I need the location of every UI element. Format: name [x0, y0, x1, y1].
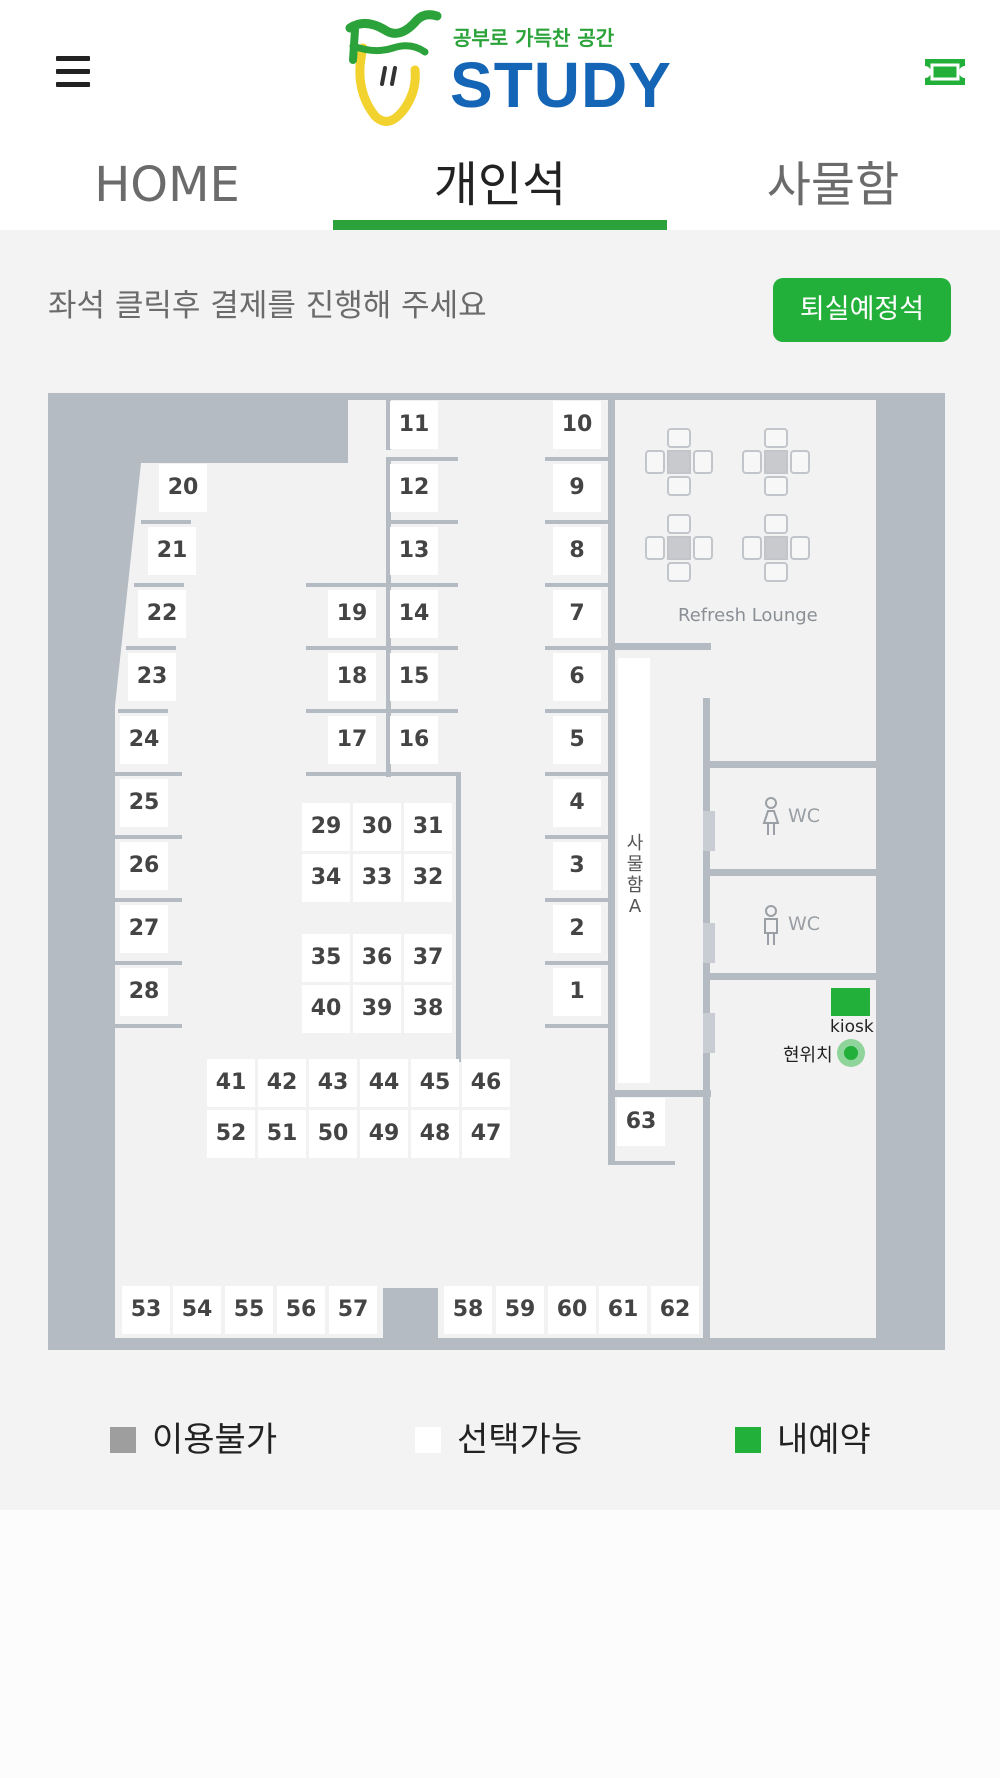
- seat-10[interactable]: 10: [553, 401, 601, 449]
- wc-label-2: WC: [788, 913, 821, 935]
- seat-39[interactable]: 39: [353, 985, 401, 1033]
- refresh-lounge-label: Refresh Lounge: [678, 605, 818, 626]
- seat-selection-panel: 좌석 클릭후 결제를 진행해 주세요 퇴실예정석: [0, 230, 1000, 1510]
- seat-35[interactable]: 35: [302, 934, 350, 982]
- seat-map: Refresh Lounge 사물함 A WC WC kiosk 현위치 1 2…: [48, 393, 945, 1350]
- tab-home[interactable]: HOME: [94, 157, 240, 213]
- seat-59[interactable]: 59: [496, 1286, 544, 1334]
- seat-24[interactable]: 24: [120, 716, 168, 764]
- seat-31[interactable]: 31: [404, 803, 452, 851]
- seat-16[interactable]: 16: [390, 716, 438, 764]
- seat-42[interactable]: 42: [258, 1059, 306, 1107]
- tab-personal-seat[interactable]: 개인석: [433, 157, 567, 213]
- seat-3[interactable]: 3: [553, 842, 601, 890]
- seat-38[interactable]: 38: [404, 985, 452, 1033]
- seat-43[interactable]: 43: [309, 1059, 357, 1107]
- seat-21[interactable]: 21: [148, 527, 196, 575]
- seat-33[interactable]: 33: [353, 854, 401, 902]
- legend-label-my-reservation: 내예약: [777, 1420, 871, 1460]
- seat-36[interactable]: 36: [353, 934, 401, 982]
- legend-swatch-unavailable: [110, 1427, 136, 1453]
- seat-34[interactable]: 34: [302, 854, 350, 902]
- app-header: 공부로 가득찬 공간 STUDY HOME 개인석 사물함: [0, 0, 1000, 230]
- seat-8[interactable]: 8: [553, 527, 601, 575]
- seat-5[interactable]: 5: [553, 716, 601, 764]
- seat-57[interactable]: 57: [329, 1286, 377, 1334]
- legend-swatch-my-reservation: [735, 1427, 761, 1453]
- seat-27[interactable]: 27: [120, 905, 168, 953]
- seat-17[interactable]: 17: [328, 716, 376, 764]
- seat-13[interactable]: 13: [390, 527, 438, 575]
- seat-6[interactable]: 6: [553, 653, 601, 701]
- seat-19[interactable]: 19: [328, 590, 376, 638]
- seat-14[interactable]: 14: [390, 590, 438, 638]
- seat-44[interactable]: 44: [360, 1059, 408, 1107]
- seat-15[interactable]: 15: [390, 653, 438, 701]
- checkout-seat-button[interactable]: 퇴실예정석: [773, 278, 951, 342]
- instruction-text: 좌석 클릭후 결제를 진행해 주세요: [48, 288, 487, 324]
- seat-49[interactable]: 49: [360, 1110, 408, 1158]
- seat-1[interactable]: 1: [553, 968, 601, 1016]
- seat-25[interactable]: 25: [120, 779, 168, 827]
- seat-2[interactable]: 2: [553, 905, 601, 953]
- logo-mascot-icon: [345, 10, 442, 126]
- seat-4[interactable]: 4: [553, 779, 601, 827]
- seat-12[interactable]: 12: [390, 464, 438, 512]
- locker-a-label: 사물함 A: [626, 833, 644, 917]
- seat-58[interactable]: 58: [444, 1286, 492, 1334]
- seat-29[interactable]: 29: [302, 803, 350, 851]
- seat-22[interactable]: 22: [138, 590, 186, 638]
- seat-61[interactable]: 61: [599, 1286, 647, 1334]
- logo-tagline: 공부로 가득찬 공간: [453, 26, 615, 50]
- seat-7[interactable]: 7: [553, 590, 601, 638]
- seat-62[interactable]: 62: [651, 1286, 699, 1334]
- legend-label-unavailable: 이용불가: [152, 1420, 278, 1460]
- logo-name: STUDY: [450, 49, 672, 121]
- seat-18[interactable]: 18: [328, 653, 376, 701]
- seat-53[interactable]: 53: [122, 1286, 170, 1334]
- seat-9[interactable]: 9: [553, 464, 601, 512]
- seat-50[interactable]: 50: [309, 1110, 357, 1158]
- seat-28[interactable]: 28: [120, 968, 168, 1016]
- seat-41[interactable]: 41: [207, 1059, 255, 1107]
- seat-56[interactable]: 56: [277, 1286, 325, 1334]
- seat-37[interactable]: 37: [404, 934, 452, 982]
- seat-11[interactable]: 11: [390, 401, 438, 449]
- seat-54[interactable]: 54: [173, 1286, 221, 1334]
- seat-48[interactable]: 48: [411, 1110, 459, 1158]
- seat-52[interactable]: 52: [207, 1110, 255, 1158]
- tab-locker[interactable]: 사물함: [766, 157, 900, 213]
- legend-label-available: 선택가능: [457, 1420, 583, 1460]
- kiosk-label: kiosk: [830, 1017, 874, 1037]
- seat-55[interactable]: 55: [225, 1286, 273, 1334]
- seat-legend: 이용불가 선택가능 내예약: [0, 1410, 1000, 1470]
- active-tab-indicator: [333, 220, 667, 230]
- tab-bar: HOME 개인석 사물함: [0, 140, 1000, 230]
- seat-51[interactable]: 51: [258, 1110, 306, 1158]
- seat-32[interactable]: 32: [404, 854, 452, 902]
- seat-20[interactable]: 20: [159, 464, 207, 512]
- wc-label-1: WC: [788, 805, 821, 827]
- current-location-label: 현위치: [783, 1045, 833, 1066]
- study-logo[interactable]: 공부로 가득찬 공간 STUDY: [345, 8, 671, 128]
- legend-swatch-available: [415, 1427, 441, 1453]
- seat-30[interactable]: 30: [353, 803, 401, 851]
- seat-23[interactable]: 23: [128, 653, 176, 701]
- hamburger-menu-icon[interactable]: [52, 52, 94, 92]
- seat-47[interactable]: 47: [462, 1110, 510, 1158]
- seat-63[interactable]: 63: [617, 1098, 665, 1146]
- seat-26[interactable]: 26: [120, 842, 168, 890]
- seat-60[interactable]: 60: [548, 1286, 596, 1334]
- seat-40[interactable]: 40: [302, 985, 350, 1033]
- page-footer-blank: [0, 1510, 1000, 1778]
- seat-45[interactable]: 45: [411, 1059, 459, 1107]
- ticket-icon[interactable]: [922, 56, 968, 88]
- seat-46[interactable]: 46: [462, 1059, 510, 1107]
